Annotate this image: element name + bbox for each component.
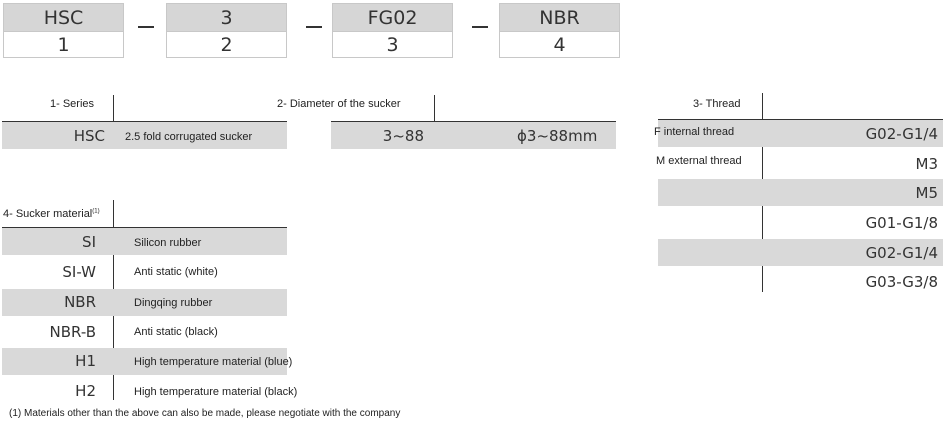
material-code: H1 — [75, 352, 96, 370]
material-code: H2 — [75, 382, 96, 400]
material-code: SI — [82, 233, 96, 251]
series-desc: 2.5 fold corrugated sucker — [125, 131, 253, 143]
thread-value: G02-G1/4 — [865, 244, 938, 262]
code-box-series: HSC 1 — [3, 3, 124, 58]
dash — [306, 26, 322, 28]
material-row-shade — [2, 228, 287, 255]
material-desc: High temperature material (black) — [134, 386, 298, 398]
material-desc: Silicon rubber — [134, 237, 202, 249]
thread-value: M3 — [915, 155, 939, 173]
divider — [658, 119, 943, 120]
diameter-range: 3~88 — [382, 127, 424, 145]
code-index: 4 — [499, 31, 620, 58]
code-box-diameter: 3 2 — [166, 3, 287, 58]
code-box-thread: FG02 3 — [332, 3, 453, 58]
material-header: 4- Sucker material(1) — [3, 208, 100, 220]
material-row-shade — [2, 348, 287, 375]
thread-header: 3- Thread — [693, 98, 741, 110]
series-row — [2, 122, 287, 149]
material-header-text: 4- Sucker material — [3, 208, 93, 220]
material-row-shade — [2, 289, 287, 316]
series-header: 1- Series — [50, 98, 95, 110]
code-value: HSC — [3, 3, 124, 31]
thread-value: G03-G3/8 — [865, 273, 938, 291]
dash — [138, 26, 154, 28]
thread-row-shade — [658, 179, 943, 206]
diameter-desc: ϕ3~88mm — [517, 127, 598, 145]
material-code: NBR-B — [49, 323, 97, 341]
material-code: SI-W — [62, 263, 96, 281]
material-code: NBR — [64, 293, 96, 311]
dash — [472, 26, 488, 28]
code-value: NBR — [499, 3, 620, 31]
material-desc: Anti static (black) — [134, 326, 218, 338]
thread-label: M external thread — [656, 155, 742, 167]
code-value: 3 — [166, 3, 287, 31]
diameter-row — [331, 122, 616, 149]
code-value: FG02 — [332, 3, 453, 31]
code-box-material: NBR 4 — [499, 3, 620, 58]
thread-label: F internal thread — [654, 126, 735, 138]
material-desc: High temperature material (blue) — [134, 356, 293, 368]
diameter-header: 2- Diameter of the sucker — [277, 98, 401, 110]
material-desc: Anti static (white) — [134, 266, 218, 278]
divider — [2, 227, 287, 228]
footnote-marker: (1) — [92, 208, 100, 215]
thread-value: M5 — [915, 184, 939, 202]
series-code: HSC — [73, 127, 105, 145]
thread-row-shade — [658, 239, 943, 266]
code-index: 2 — [166, 31, 287, 58]
thread-value: G02-G1/4 — [865, 125, 938, 143]
code-index: 1 — [3, 31, 124, 58]
thread-row-shade — [658, 120, 943, 147]
material-footnote: (1) Materials other than the above can a… — [9, 408, 401, 419]
code-index: 3 — [332, 31, 453, 58]
material-desc: Dingqing rubber — [134, 297, 213, 309]
divider — [331, 121, 616, 122]
divider — [2, 121, 287, 122]
thread-value: G01-G1/8 — [865, 214, 938, 232]
